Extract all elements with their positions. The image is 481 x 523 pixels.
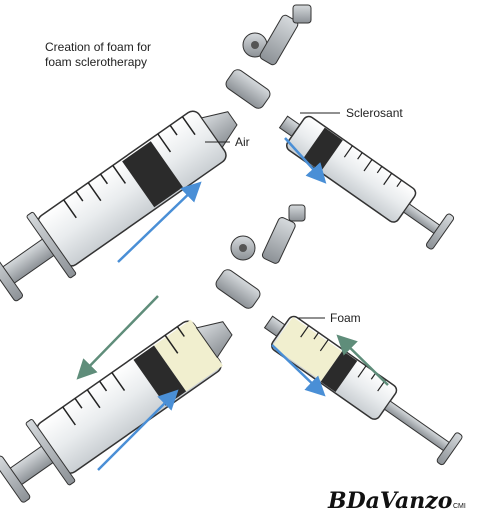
svg-text:BDaVanzo: BDaVanzo xyxy=(327,488,452,514)
title-line-2: foam sclerotherapy xyxy=(45,55,148,69)
foam-label: Foam xyxy=(330,311,361,325)
air-label: Air xyxy=(235,135,250,149)
sclerosant-arrow xyxy=(284,137,327,184)
sclerosant-label: Sclerosant xyxy=(346,106,403,120)
title-line-1: Creation of foam for xyxy=(45,40,152,54)
left-up-arrow-bottom xyxy=(97,389,179,471)
air-arrow-top xyxy=(117,181,202,263)
foam-syringe-right xyxy=(263,315,463,466)
stopcock-bottom xyxy=(215,204,306,309)
artist-signature: BDaVanzo CMI xyxy=(327,488,466,514)
sclerosant-syringe xyxy=(278,115,455,250)
air-syringe-top xyxy=(0,110,238,302)
svg-text:CMI: CMI xyxy=(453,503,466,510)
figure-title: Creation of foam for foam sclerotherapy xyxy=(45,40,151,70)
right-up-arrow-bottom xyxy=(336,334,389,386)
stopcock-top xyxy=(225,4,312,109)
left-down-arrow-bottom xyxy=(76,295,159,380)
foam-syringe-left xyxy=(0,319,233,503)
right-down-arrow-bottom xyxy=(271,344,326,397)
